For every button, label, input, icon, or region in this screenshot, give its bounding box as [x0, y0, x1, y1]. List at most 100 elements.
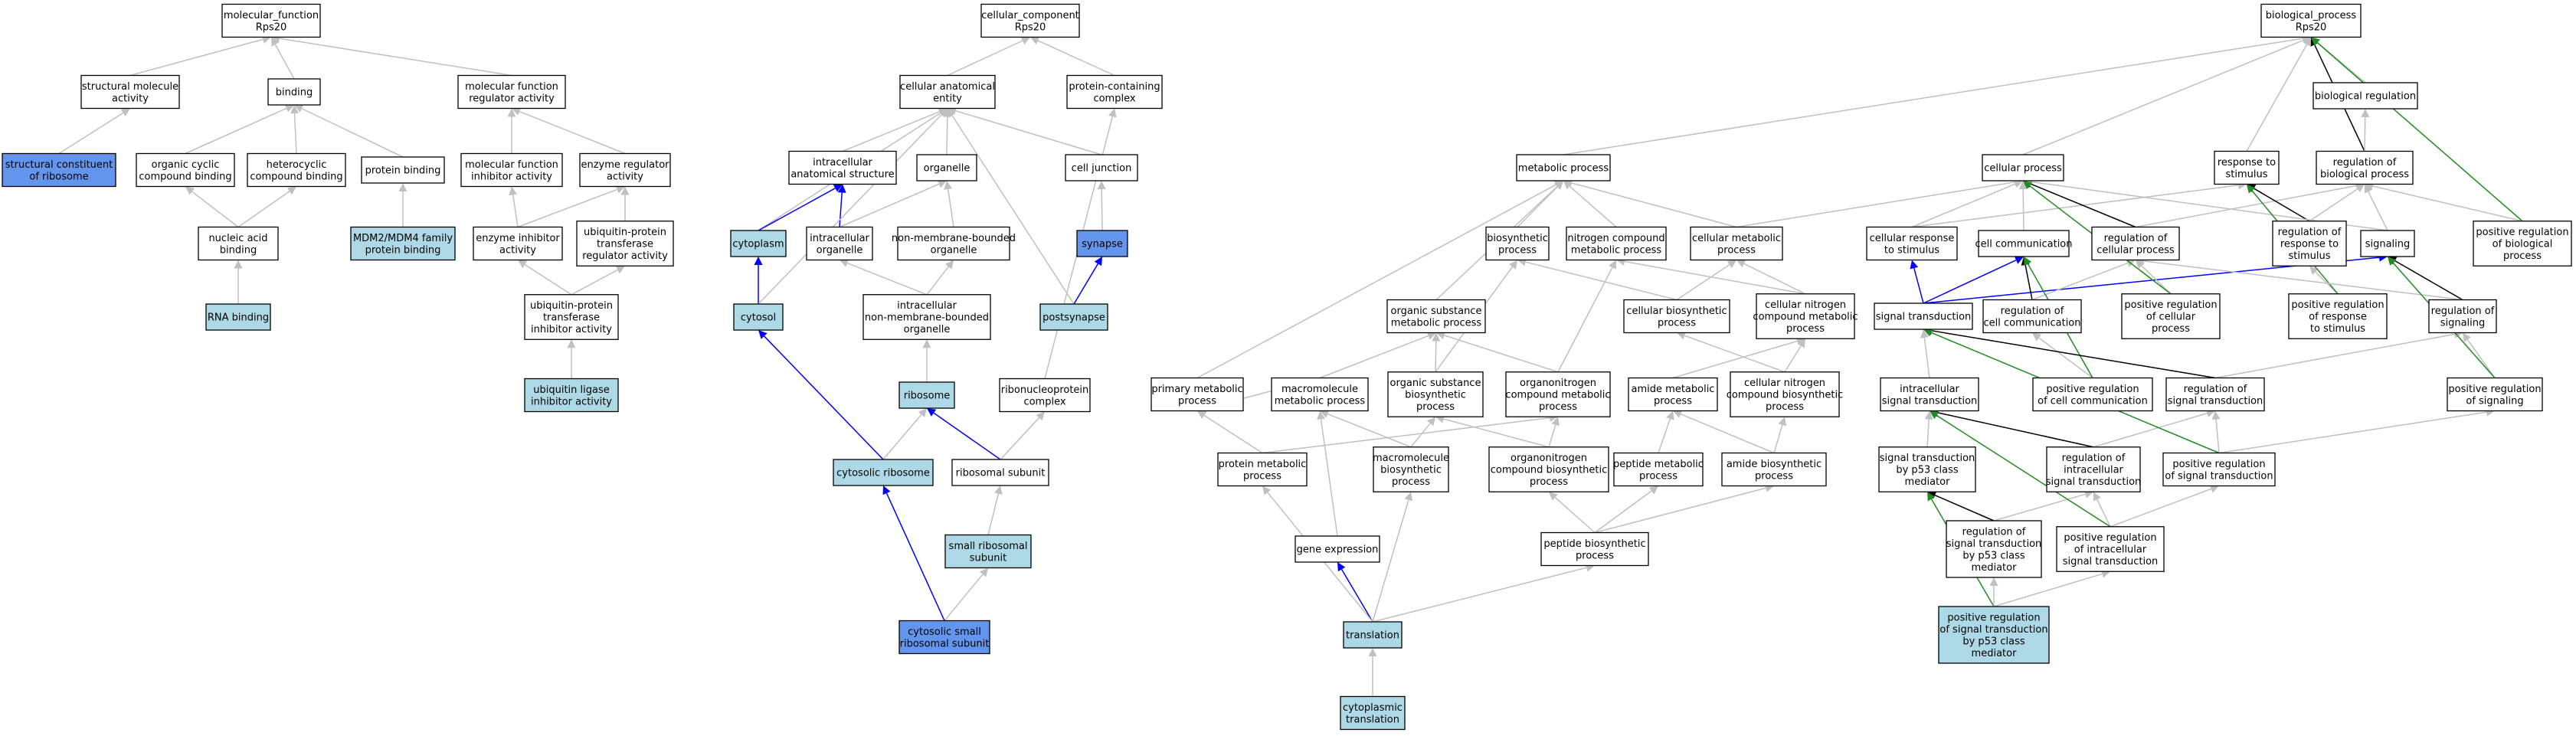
- node-label: ribosomal subunit: [900, 638, 990, 649]
- go-term-node-ribosome[interactable]: ribosome: [898, 381, 955, 409]
- go-term-node-cytosol[interactable]: cytosol: [733, 303, 784, 331]
- edge-line: [2030, 183, 2136, 228]
- edge-macromolecule_bio-to-macromolecule_metabolic: [1320, 410, 1412, 448]
- node-label: ribosome: [904, 391, 951, 402]
- edge-ub_ligase_inhibitor-to-ub_inhibitor: [567, 339, 576, 379]
- edge-arrowhead: [2361, 109, 2370, 118]
- node-label: compound biosynthetic: [1727, 390, 1844, 401]
- edge-reg_bio_process-to-biological_regulation: [2361, 109, 2370, 152]
- node-label: signaling: [2440, 317, 2486, 329]
- go-term-node-binding[interactable]: binding: [267, 78, 321, 106]
- go-term-node-cell-junction[interactable]: cell junction: [1065, 154, 1138, 181]
- node-label: signaling: [2365, 239, 2411, 250]
- go-term-node-intra-non-membrane[interactable]: intracellularnon-membrane-boundedorganel…: [862, 294, 991, 340]
- edge-cellular_nitrogen_bio-to-cellular_nitrogen: [1784, 338, 1805, 373]
- go-term-node-rna-binding[interactable]: RNA binding: [205, 303, 271, 331]
- go-term-node-cytoplasm[interactable]: cytoplasm: [730, 230, 787, 257]
- go-term-node-gene-expression[interactable]: gene expression: [1295, 535, 1380, 563]
- go-term-node-biological-regulation[interactable]: biological regulation: [2313, 82, 2418, 110]
- go-term-node-cytosolic-ribosome[interactable]: cytosolic ribosome: [833, 459, 934, 486]
- go-term-node-ribosomal-subunit[interactable]: ribosomal subunit: [951, 459, 1049, 486]
- go-term-node-synapse[interactable]: synapse: [1076, 230, 1128, 257]
- node-label: by p53 class: [1896, 465, 1959, 476]
- go-term-node-cellular-process[interactable]: cellular process: [1982, 154, 2064, 181]
- go-term-node-signal-transduction[interactable]: signal transduction: [1874, 302, 1973, 330]
- go-term-node-metabolic-process[interactable]: metabolic process: [1516, 154, 1611, 181]
- go-term-node-organelle[interactable]: organelle: [916, 154, 977, 181]
- node-box: [1938, 606, 2050, 664]
- go-term-node-postsynapse[interactable]: postsynapse: [1039, 303, 1108, 331]
- go-term-node-protein-binding[interactable]: protein binding: [361, 156, 445, 184]
- edge-arrowhead: [2024, 257, 2032, 266]
- go-term-node-translation[interactable]: translation: [1343, 621, 1403, 649]
- go-term-node-signaling[interactable]: signaling: [2360, 230, 2415, 257]
- node-label: inhibitor activity: [531, 396, 612, 407]
- go-term-node-cell-communication[interactable]: cell communication: [1975, 230, 2073, 257]
- node-box: [1485, 226, 1550, 261]
